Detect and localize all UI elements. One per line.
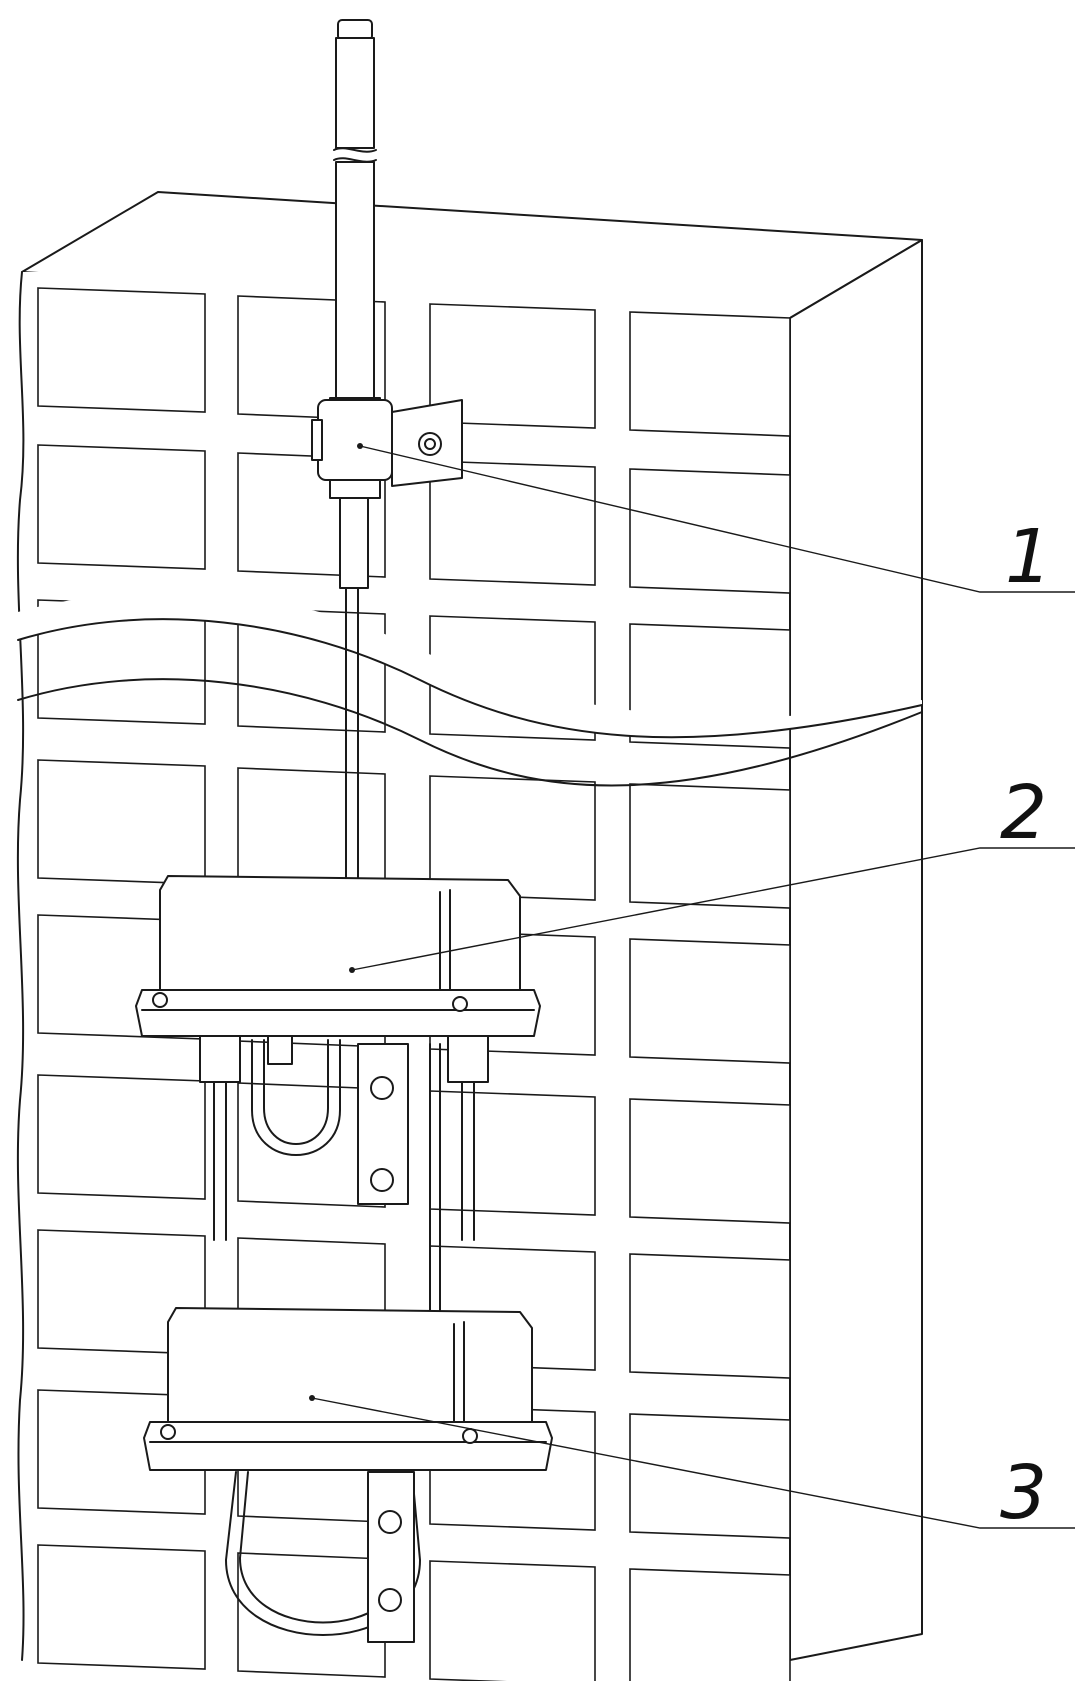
brick — [629, 1253, 791, 1379]
callout-label-2: 2 — [1000, 770, 1047, 856]
brick — [629, 311, 791, 437]
brick — [37, 287, 206, 413]
brick — [237, 767, 386, 893]
brick — [429, 1090, 596, 1216]
brick — [629, 783, 791, 909]
callout-label-3: 3 — [1000, 1450, 1047, 1536]
brick — [629, 938, 791, 1064]
brick — [37, 759, 206, 885]
leader-lines — [311, 445, 1075, 1529]
callout-label-1: 1 — [1005, 514, 1052, 600]
enclosure-2 — [135, 875, 541, 1321]
break-line — [17, 591, 923, 787]
mast-bracket — [311, 399, 463, 487]
wall-side-face — [789, 239, 923, 1661]
brick — [429, 303, 596, 429]
brick — [37, 1544, 206, 1670]
brick — [37, 1074, 206, 1200]
brick — [629, 1568, 791, 1681]
brick — [37, 444, 206, 570]
brick — [629, 1098, 791, 1224]
brick — [629, 468, 791, 594]
brick — [237, 1082, 386, 1208]
brick — [429, 1560, 596, 1681]
brick — [237, 1552, 386, 1678]
enclosure-3 — [143, 1307, 553, 1643]
